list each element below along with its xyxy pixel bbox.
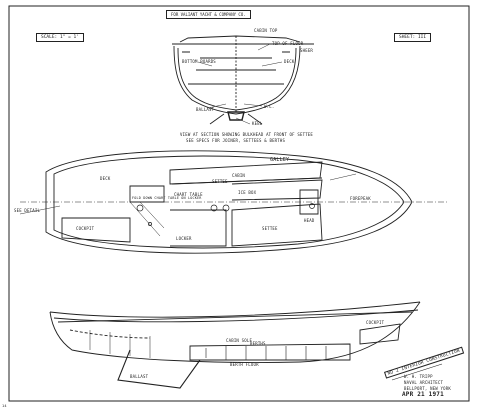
profile-label: BALLAST: [130, 374, 149, 379]
profile-label: BERTH FLOOR: [230, 362, 259, 367]
designer-title: NAVAL ARCHITECT: [404, 380, 444, 385]
plan-fixtures: [136, 203, 315, 226]
plan-leaders: [19, 173, 357, 215]
border-frame: [8, 5, 470, 402]
plan-label: CABIN: [232, 173, 246, 178]
plan-label: COCKPIT: [76, 226, 95, 231]
plan-label: FOREPEAK: [350, 196, 371, 201]
midship-section-drawing: [172, 35, 314, 125]
sheet-number-box: SHEET: III: [394, 33, 432, 42]
profile-label: CABIN SOLE: [226, 338, 253, 343]
plan-label: CHART TABLE: [174, 192, 203, 197]
section-label: TOP OF FLOOR: [272, 41, 304, 46]
section-label: KEEL: [252, 121, 263, 126]
section-label: DECK: [284, 59, 295, 64]
plan-label: HEAD: [304, 218, 315, 223]
profile-label: COCKPIT: [366, 320, 385, 325]
corner-id: 14: [2, 404, 7, 408]
designer-stamp-frame: [391, 363, 443, 381]
section-label: BALLAST: [196, 107, 215, 112]
section-label: BOTTOM BOARDS: [182, 59, 216, 64]
header-title-box: FOR VALIANT YACHT & COMPANY CO.: [166, 10, 251, 19]
section-label: CABIN TOP: [254, 28, 278, 33]
plan-view-drawing: [20, 150, 448, 254]
plan-label: SETTEE: [262, 226, 278, 231]
profile-label: BERTHS: [250, 341, 266, 346]
section-label: W.L.: [264, 104, 275, 109]
designer-location: BELLPORT, NEW YORK: [404, 386, 451, 391]
plan-chart-note: FOLD DOWN CHART TABLE ON LOCKER: [132, 196, 202, 200]
plan-label: SEE DETAIL: [14, 208, 41, 213]
section-leaders: [197, 43, 283, 125]
designer-name: W. H. TRIPP: [404, 374, 433, 379]
plan-label: LOCKER: [176, 236, 192, 241]
section-note-line2: SEE SPECS FOR JOINER, SETTEES & BERTHS: [186, 138, 286, 143]
plan-label: DECK: [100, 176, 111, 181]
plan-label: GALLEY: [270, 157, 290, 163]
profile-view-drawing: [49, 301, 421, 389]
drawing-date: APR 21 1971: [402, 391, 444, 398]
section-note-line1: VIEW AT SECTION SHOWING BULKHEAD AT FRON…: [180, 132, 314, 137]
plan-label: ICE BOX: [238, 190, 257, 195]
plan-label: SETTEE: [212, 179, 228, 184]
section-label: SHEER: [300, 48, 314, 53]
scale-box: SCALE: 1" = 1': [36, 33, 84, 42]
